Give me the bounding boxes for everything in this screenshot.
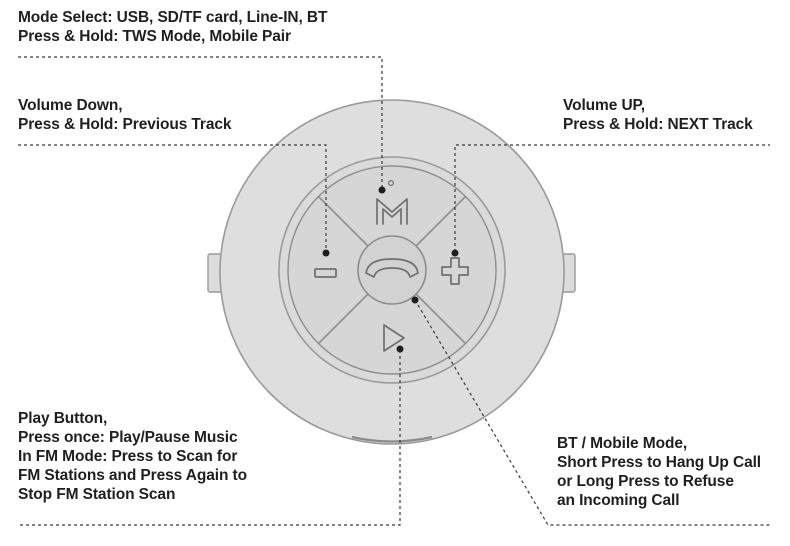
m-icon [376,180,408,225]
anchor-dot-play [396,345,404,353]
leader-volume-down [18,144,327,251]
volume-down-label-line-2: Press & Hold: Previous Track [18,116,232,133]
anchor-dot-volume-up [451,249,459,257]
call-button[interactable] [357,235,427,305]
leader-call [417,304,772,526]
separator-top-left [317,195,370,248]
bt-mobile-label-line-1: BT / Mobile Mode, [557,435,688,452]
plus-icon [441,257,469,285]
anchor-dot-mode [378,186,386,194]
bt-mobile-label-line-4: an Incoming Call [557,492,680,509]
separator-bottom-right [414,292,467,345]
play-label-line-3: In FM Mode: Press to Scan for [18,448,238,465]
mode-label-line-2: Press & Hold: TWS Mode, Mobile Pair [18,28,291,45]
phone-icon [365,258,419,278]
bottom-rim [351,435,433,443]
play-label: Play Button, Press once: Play/Pause Musi… [18,409,247,504]
volume-down-label: Volume Down, Press & Hold: Previous Trac… [18,96,232,134]
anchor-dot-call [411,296,419,304]
bt-mobile-label-line-3: or Long Press to Refuse [557,473,734,490]
play-label-line-4: FM Stations and Press Again to [18,467,247,484]
volume-up-label-line-2: Press & Hold: NEXT Track [563,116,753,133]
leader-mode [18,56,383,188]
play-label-line-2: Press once: Play/Pause Music [18,429,238,446]
play-label-line-5: Stop FM Station Scan [18,486,176,503]
leader-play [18,350,401,526]
mode-label: Mode Select: USB, SD/TF card, Line-IN, B… [18,8,327,46]
play-icon [383,324,405,352]
bt-mobile-label: BT / Mobile Mode, Short Press to Hang Up… [557,434,761,510]
volume-up-label-line-1: Volume UP, [563,97,645,114]
volume-down-label-line-1: Volume Down, [18,97,123,114]
minus-icon [314,268,337,278]
play-label-line-1: Play Button, [18,410,108,427]
separator-top-right [414,195,467,248]
separator-bottom-left [317,292,370,345]
mode-label-line-1: Mode Select: USB, SD/TF card, Line-IN, B… [18,9,328,26]
bt-mobile-label-line-2: Short Press to Hang Up Call [557,454,761,471]
volume-up-label: Volume UP, Press & Hold: NEXT Track [563,96,753,134]
anchor-dot-volume-down [322,249,330,257]
